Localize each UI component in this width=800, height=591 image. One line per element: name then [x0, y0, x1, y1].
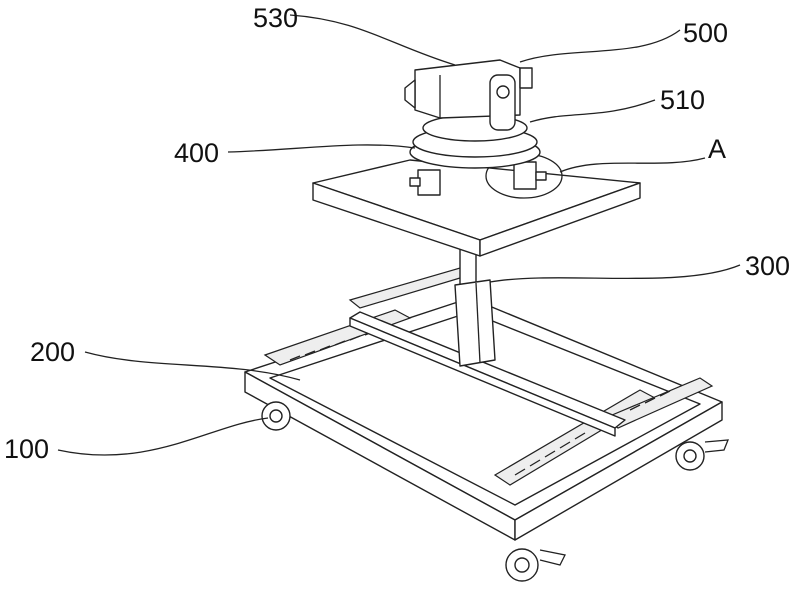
label-510: 510 — [660, 85, 706, 115]
top-table — [312, 153, 641, 257]
label-400: 400 — [174, 138, 220, 168]
label-500: 500 — [683, 18, 729, 48]
caster-wheels — [261, 401, 729, 582]
label-A: A — [708, 134, 727, 164]
label-530: 530 — [253, 3, 299, 33]
label-100: 100 — [4, 434, 50, 464]
label-300: 300 — [745, 251, 791, 281]
label-200: 200 — [30, 337, 76, 367]
leader-lines — [57, 14, 741, 456]
slide-rails — [263, 267, 714, 486]
base-frame — [244, 297, 723, 541]
lifting-column — [454, 244, 496, 367]
rotating-head — [404, 59, 541, 169]
